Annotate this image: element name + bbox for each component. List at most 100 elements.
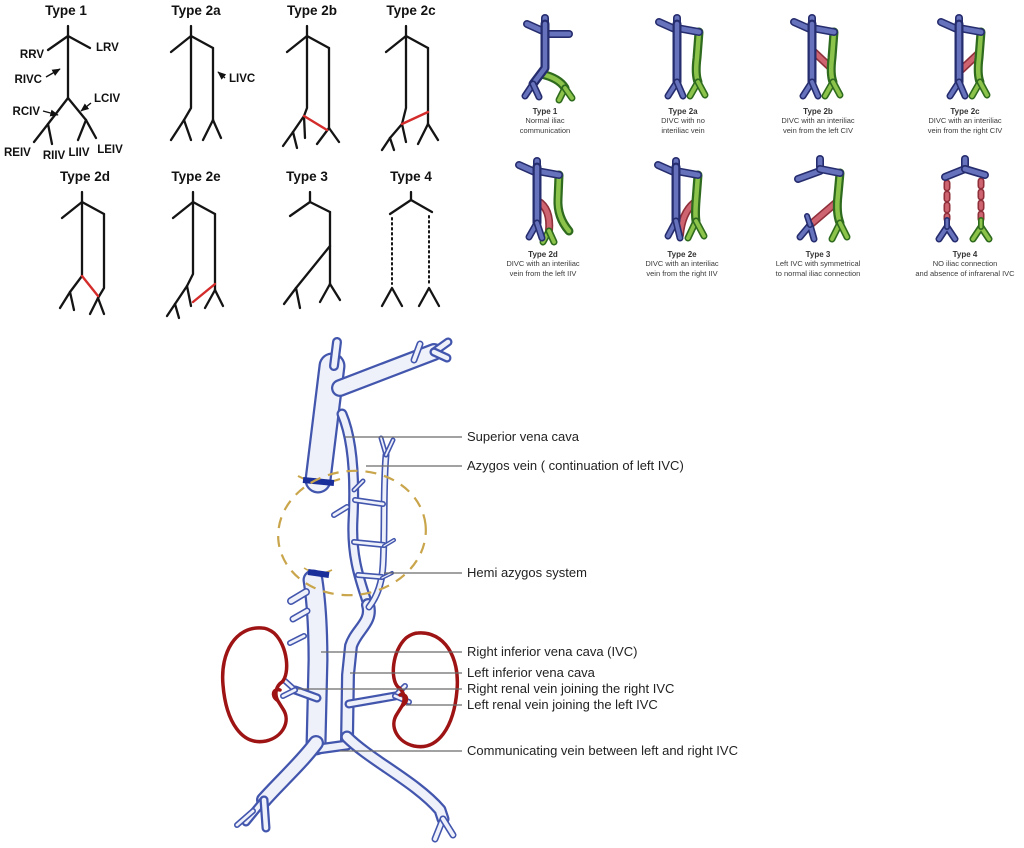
label-reiv: REIV (4, 147, 31, 159)
type-4-vessels (380, 190, 441, 308)
line-figure-title: Type 2e (171, 169, 221, 184)
color-figure-type-3: Type 3 Left IVC with symmetrical to norm… (758, 155, 878, 279)
line-figure-title: Type 3 (286, 169, 328, 184)
color-figure-caption: DIVC with an interiliac (645, 259, 719, 268)
green-iliac (969, 217, 993, 243)
type-2a-color-diagram (655, 14, 709, 100)
type-4-color-diagram (935, 155, 993, 243)
green-left-ivc (968, 27, 991, 100)
color-figure-title: Type 1 (532, 107, 558, 116)
color-figure-caption: DIVC with an interiliac (928, 116, 1002, 125)
kidneys (220, 626, 460, 749)
line-figure-type-2e: Type 2e (141, 168, 251, 326)
color-figure-caption: DIVC with no (661, 116, 705, 125)
color-figure-type-4: Type 4 NO iliac connection and absence o… (905, 155, 1024, 279)
color-figure-caption: DIVC with an interiliac (506, 259, 580, 268)
color-figure-caption: communication (519, 125, 571, 135)
left-ivc (342, 600, 374, 745)
line-figure-title: Type 2b (286, 3, 337, 18)
left-kidney-outline (391, 631, 460, 749)
color-figure-caption: vein from the left IIV (509, 268, 577, 278)
blue-ivc (655, 14, 703, 100)
brachiocephalic-vein (333, 345, 441, 395)
cut-marks (297, 475, 341, 578)
left-renal-vein (346, 693, 398, 707)
type-2c-vessels (380, 24, 440, 152)
label-communicating-vein: Communicating vein between left and righ… (467, 743, 738, 758)
green-left-ivc (828, 168, 851, 243)
green-left-ivc (684, 170, 708, 242)
type-3-line-diagram (282, 190, 342, 310)
type-2b-line-diagram (281, 24, 341, 150)
type-2d-color-diagram (515, 157, 574, 246)
right-kidney-outline (220, 626, 289, 744)
left-common-iliac (258, 737, 322, 806)
type-2c-line-diagram (380, 24, 440, 152)
blue-ivc (794, 155, 844, 243)
label-rciv: RCIV (13, 106, 41, 118)
blue-ivc (935, 155, 989, 243)
color-figure-type-2a: Type 2a DIVC with no interiliac vein (623, 12, 743, 136)
color-figure-type-2e: Type 2e DIVC with an interiliac vein fro… (622, 155, 742, 279)
label-riiv: RIIV (43, 150, 66, 162)
type-2e-line-diagram (165, 190, 225, 320)
label-right-renal-vein: Right renal vein joining the right IVC (467, 681, 675, 696)
color-figure-title: Type 2e (667, 250, 697, 259)
label-rrv: RRV (20, 49, 44, 61)
color-figure-caption: DIVC with an interiliac (781, 116, 855, 125)
type-3-color-diagram (794, 155, 851, 243)
livc-arrow (217, 71, 227, 80)
interiliac-vein (80, 274, 100, 298)
color-figure-title: Type 2c (950, 107, 980, 116)
color-figure-title: Type 4 (952, 250, 978, 259)
color-figure-caption: vein from the right IIV (646, 268, 718, 278)
type-2d-vessels (58, 190, 106, 316)
right-renal-vein (292, 687, 320, 701)
type-2b-color-diagram (790, 14, 844, 100)
right-ivc (304, 571, 327, 754)
green-left-ivc (686, 27, 709, 100)
color-figure-caption: interiliac vein (661, 125, 705, 135)
type-1-vessels (32, 24, 98, 146)
blue-ivc (521, 14, 573, 101)
line-figure-type-2d: Type 2d (30, 168, 140, 326)
hemiazygos-dashed-outline (277, 469, 427, 597)
vessels-sketch (234, 337, 457, 843)
label-superior-vena-cava: Superior vena cava (467, 429, 580, 444)
color-figure-caption: vein from the right CIV (927, 125, 1003, 135)
line-figure-type-2c: Type 2c (356, 2, 466, 160)
type-1-annotations: RRV LRV RIVC LCIV RCIV REIV RIIV LIIV LE… (4, 42, 123, 162)
line-figure-title: Type 2d (59, 169, 110, 184)
blue-ivc (937, 14, 985, 100)
line-figure-type-3: Type 3 (252, 168, 362, 326)
color-figure-caption: to normal iliac connection (775, 268, 861, 278)
color-figure-title: Type 2a (668, 107, 698, 116)
interiliac-vein (302, 114, 329, 132)
label-leiv: LEIV (97, 144, 123, 156)
jugular-stub (331, 339, 340, 369)
color-figure-type-1: Type 1 Normal iliac communication (485, 12, 605, 136)
label-lciv: LCIV (94, 93, 121, 105)
blue-ivc (654, 157, 702, 242)
label-hemi-azygos-system: Hemi azygos system (467, 565, 587, 580)
color-figure-caption: Normal iliac (525, 116, 565, 125)
type-2a-vessels (169, 24, 223, 142)
leader-lines (298, 436, 462, 752)
color-figure-title: Type 2b (803, 107, 833, 116)
type-3-vessels (282, 190, 342, 310)
color-figure-caption: vein from the left CIV (782, 125, 854, 135)
type-2e-color-diagram (654, 157, 708, 242)
color-figure-title: Type 3 (805, 250, 831, 259)
line-figure-title: Type 2a (171, 3, 221, 18)
line-figure-type-2b: Type 2b (257, 2, 367, 160)
label-left-ivc: Left inferior vena cava (467, 665, 595, 680)
line-figure-title: Type 2c (386, 3, 436, 18)
color-figure-type-2c: Type 2c DIVC with an interiliac vein fro… (905, 12, 1024, 136)
label-left-renal-vein: Left renal vein joining the left IVC (467, 697, 658, 712)
type-1-color-diagram (521, 14, 576, 104)
color-figure-title: Type 2d (528, 250, 558, 259)
superior-vena-cava (306, 354, 344, 492)
blue-ivc (790, 14, 838, 100)
label-right-ivc: Right inferior vena cava (IVC) (467, 644, 638, 659)
